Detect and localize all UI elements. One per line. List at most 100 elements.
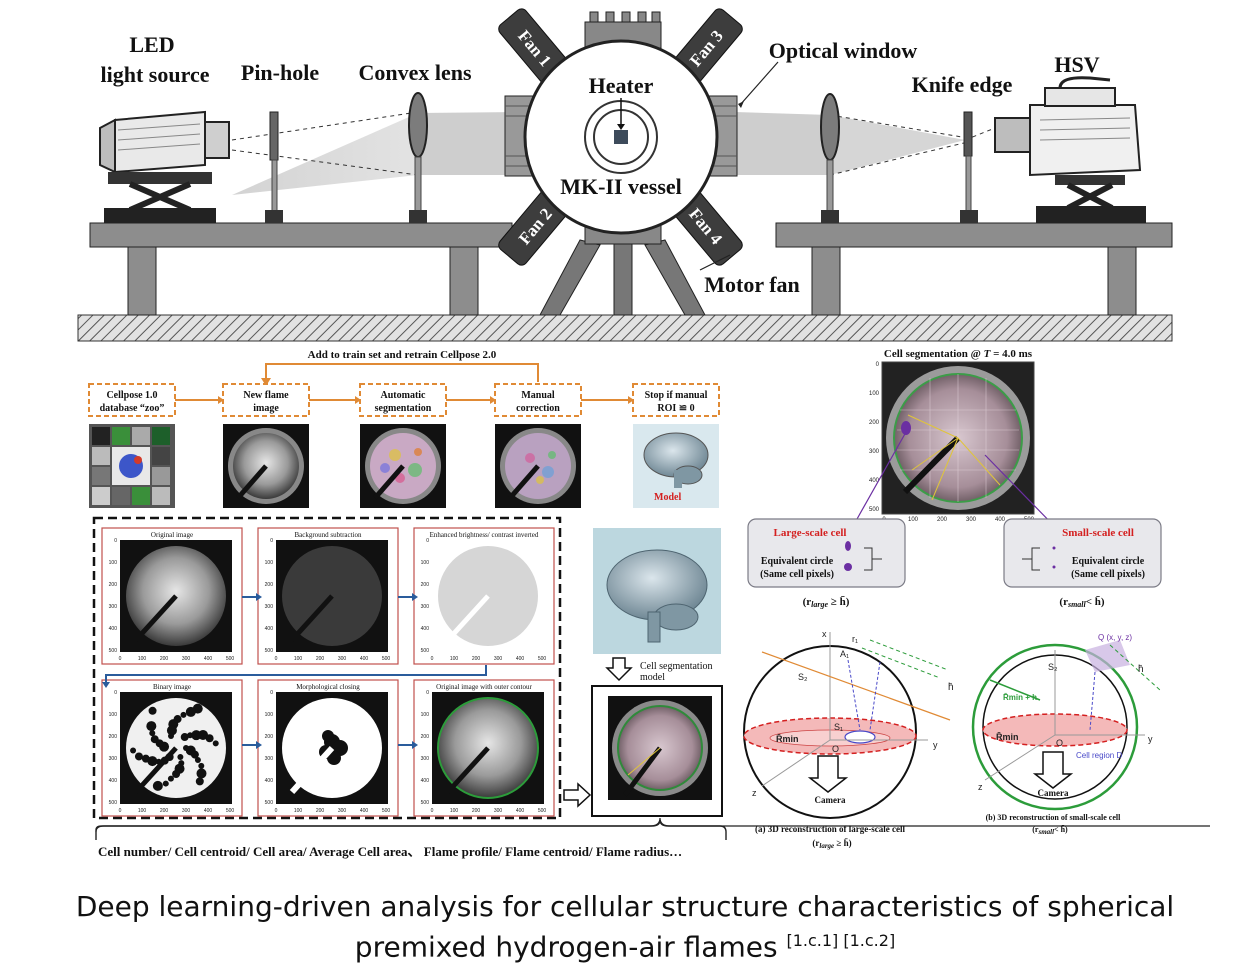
step-5-line-2: ROI ≌ 0 xyxy=(657,403,694,414)
zoo-dataset-thumbnail xyxy=(89,424,175,508)
pipeline-panel-1: Original image00100100200200300300400400… xyxy=(101,527,243,665)
caption-b-condition: (rsmall< h̄) xyxy=(1032,825,1068,836)
caption-a: (a) 3D reconstruction of large-scale cel… xyxy=(755,824,906,834)
seg-x-tick: 400 xyxy=(995,517,1006,523)
panel-y-tick: 300 xyxy=(265,756,274,762)
hsv-camera xyxy=(994,76,1146,223)
panel-x-tick: 300 xyxy=(338,656,347,662)
image-processing-pipeline: Original image00100100200200300300400400… xyxy=(92,516,1210,859)
panel-x-tick: 100 xyxy=(450,656,459,662)
panel-y-tick: 400 xyxy=(265,778,274,784)
vessel-stand xyxy=(539,221,706,316)
panel-x-tick: 200 xyxy=(316,656,325,662)
caption-a-condition: (rlarge ≥ h̄) xyxy=(812,838,851,850)
model-down-arrow xyxy=(605,657,633,682)
panel-x-tick: 0 xyxy=(431,656,434,662)
heater-label: Heater xyxy=(589,73,654,98)
pinhole-label: Pin-hole xyxy=(241,60,319,85)
rmin-label-b: R̄min xyxy=(996,732,1019,742)
seg-y-tick: 100 xyxy=(869,391,880,397)
step-5-line-1: Stop if manual xyxy=(645,390,708,401)
panel-x-tick: 300 xyxy=(494,656,503,662)
panel-y-tick: 500 xyxy=(109,800,118,806)
outputs-list: Cell number/ Cell centroid/ Cell area/ A… xyxy=(98,844,682,859)
knife-edge xyxy=(960,111,978,223)
auto-segmentation-thumbnail xyxy=(360,424,446,508)
led-label-1: LED xyxy=(129,32,174,57)
figure-caption: Deep learning-driven analysis for cellul… xyxy=(0,890,1250,964)
small-scale-title: Small-scale cell xyxy=(1062,527,1134,539)
light-beam-left xyxy=(232,113,418,195)
ground-hatch xyxy=(77,314,1173,342)
panel-y-tick: 100 xyxy=(421,560,430,566)
training-workflow: Add to train set and retrain Cellpose 2.… xyxy=(88,349,720,508)
panel-x-tick: 500 xyxy=(382,656,391,662)
caption-refs: [1.c.1] [1.c.2] xyxy=(786,931,896,950)
panel-y-tick: 500 xyxy=(421,800,430,806)
model-caption-1: Cell segmentation xyxy=(640,661,713,672)
step-2-line-1: New flame xyxy=(243,390,289,401)
small-equiv-2: (Same cell pixels) xyxy=(1071,569,1145,580)
panel-y-tick: 100 xyxy=(109,560,118,566)
model-caption-2: model xyxy=(640,672,665,683)
panel-y-tick: 100 xyxy=(421,712,430,718)
knife-edge-label: Knife edge xyxy=(912,72,1013,97)
panel-x-tick: 500 xyxy=(538,808,547,814)
panel-x-tick: 100 xyxy=(294,808,303,814)
large-equiv-1: Equivalent circle xyxy=(761,556,834,567)
cell-segmentation-panel: Cell segmentation @ T = 4.0 ms 0 100 200 30… xyxy=(747,348,1162,609)
pipeline-panel-title: Background subtraction xyxy=(294,531,362,539)
large-scale-title: Large-scale cell xyxy=(774,527,847,539)
caption-line-2-text: premixed hydrogen-air flames xyxy=(354,930,778,964)
seg-y-tick: 200 xyxy=(869,420,880,426)
panel-x-tick: 400 xyxy=(516,656,525,662)
segmentation-title: Cell segmentation @ T = 4.0 ms xyxy=(884,348,1033,360)
panel-x-tick: 500 xyxy=(226,808,235,814)
panel-x-tick: 0 xyxy=(431,808,434,814)
panel-y-tick: 400 xyxy=(109,626,118,632)
step-3-line-1: Automatic xyxy=(381,390,427,401)
workflow-step-2: New flame image xyxy=(222,383,310,417)
pipeline-arrows xyxy=(102,593,487,749)
pipeline-panel-6: Original image with outer contour0010010… xyxy=(413,679,555,817)
panel-x-tick: 200 xyxy=(160,656,169,662)
panel-y-tick: 0 xyxy=(426,690,429,696)
panel-x-tick: 500 xyxy=(382,808,391,814)
panel-y-tick: 500 xyxy=(109,648,118,654)
light-beam-right xyxy=(735,112,830,175)
brain-model-thumbnail: Model xyxy=(633,424,719,508)
vessel-label: MK-II vessel xyxy=(560,174,682,199)
z-axis-label-a: z xyxy=(752,788,757,798)
panel-y-tick: 0 xyxy=(426,538,429,544)
origin-label-b: O xyxy=(1056,738,1063,748)
seg-y-tick: 0 xyxy=(876,362,880,368)
pipeline-panel-5: Morphological closing0010010020020030030… xyxy=(257,679,399,817)
workflow-step-3: Automatic segmentation xyxy=(359,383,447,417)
panel-x-tick: 200 xyxy=(160,808,169,814)
convex-lens-label: Convex lens xyxy=(358,60,472,85)
panel-x-tick: 200 xyxy=(472,656,481,662)
panel-y-tick: 200 xyxy=(265,582,274,588)
panel-y-tick: 200 xyxy=(421,582,430,588)
pipeline-panel-title: Binary image xyxy=(153,683,191,691)
panel-y-tick: 300 xyxy=(421,756,430,762)
panel-y-tick: 400 xyxy=(421,778,430,784)
rmin-label-a: R̄min xyxy=(776,734,799,744)
rmin-h-label-b: R̄min + h xyxy=(1003,693,1037,702)
pipeline-panel-title: Morphological closing xyxy=(296,683,360,691)
pipeline-panel-3: Enhanced brightness/ contrast inverted00… xyxy=(413,527,555,665)
a1-label-a: A₁ xyxy=(840,649,849,659)
panel-x-tick: 0 xyxy=(275,808,278,814)
convex-lens xyxy=(408,92,428,223)
panel-y-tick: 300 xyxy=(265,604,274,610)
seg-y-tick: 300 xyxy=(869,449,880,455)
step-2-line-2: image xyxy=(253,403,279,414)
panel-x-tick: 0 xyxy=(119,656,122,662)
small-scale-cell-box: Small-scale cell Equivalent circle (Same… xyxy=(1003,518,1162,588)
pipeline-panel-2: Background subtraction001001002002003003… xyxy=(257,527,399,665)
new-flame-thumbnail xyxy=(223,424,309,508)
hbar-label-a: h̄ xyxy=(948,682,954,693)
cell-region-label: Cell region D xyxy=(1076,751,1122,760)
segmented-output-image xyxy=(591,685,723,817)
panel-y-tick: 500 xyxy=(265,800,274,806)
